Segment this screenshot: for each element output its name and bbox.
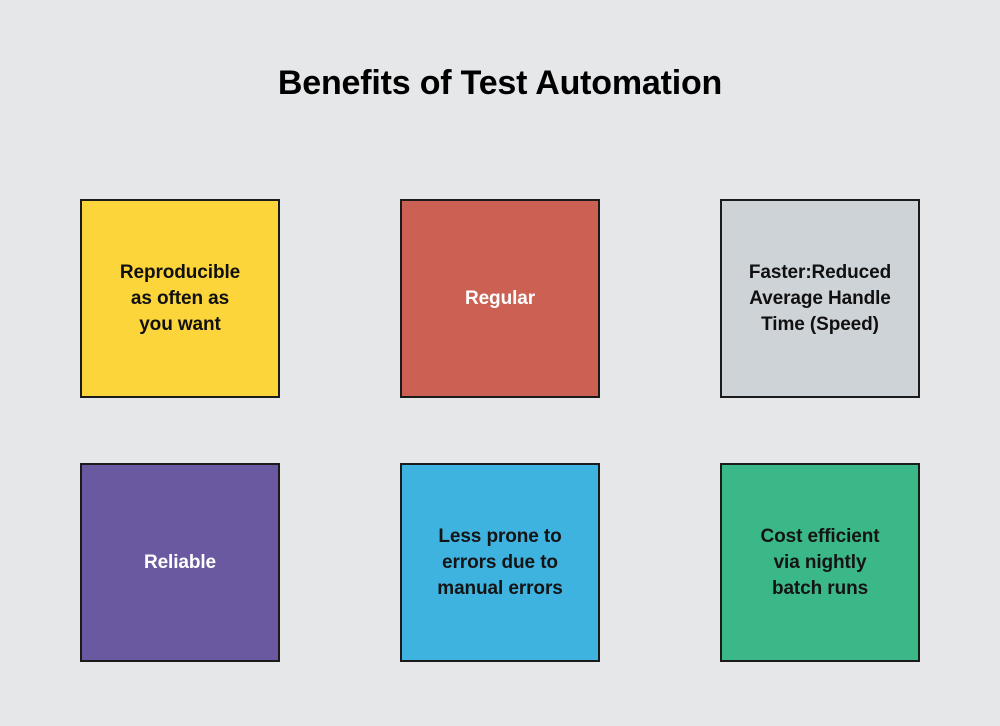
benefit-card-reliable[interactable]: Reliable [80,463,280,662]
benefit-card-label: Regular [464,287,536,309]
benefit-card-label: Reproducible as often as you want [119,261,241,335]
benefit-card-reproducible[interactable]: Reproducible as often as you want [80,199,280,398]
benefit-card-label: Reliable [143,551,217,573]
benefit-card-grid: Reproducible as often as you want Regula… [80,199,920,662]
benefit-card-label: Less prone to errors due to manual error… [437,525,563,599]
benefit-card-less-prone-to-errors[interactable]: Less prone to errors due to manual error… [400,463,600,662]
page-title: Benefits of Test Automation [277,64,723,102]
benefit-card-label: Cost efficient via nightly batch runs [760,525,880,599]
benefit-card-regular[interactable]: Regular [400,199,600,398]
benefit-card-faster[interactable]: Faster:Reduced Average Handle Time (Spee… [720,199,920,398]
benefit-card-label: Faster:Reduced Average Handle Time (Spee… [748,261,892,335]
benefit-card-cost-efficient[interactable]: Cost efficient via nightly batch runs [720,463,920,662]
